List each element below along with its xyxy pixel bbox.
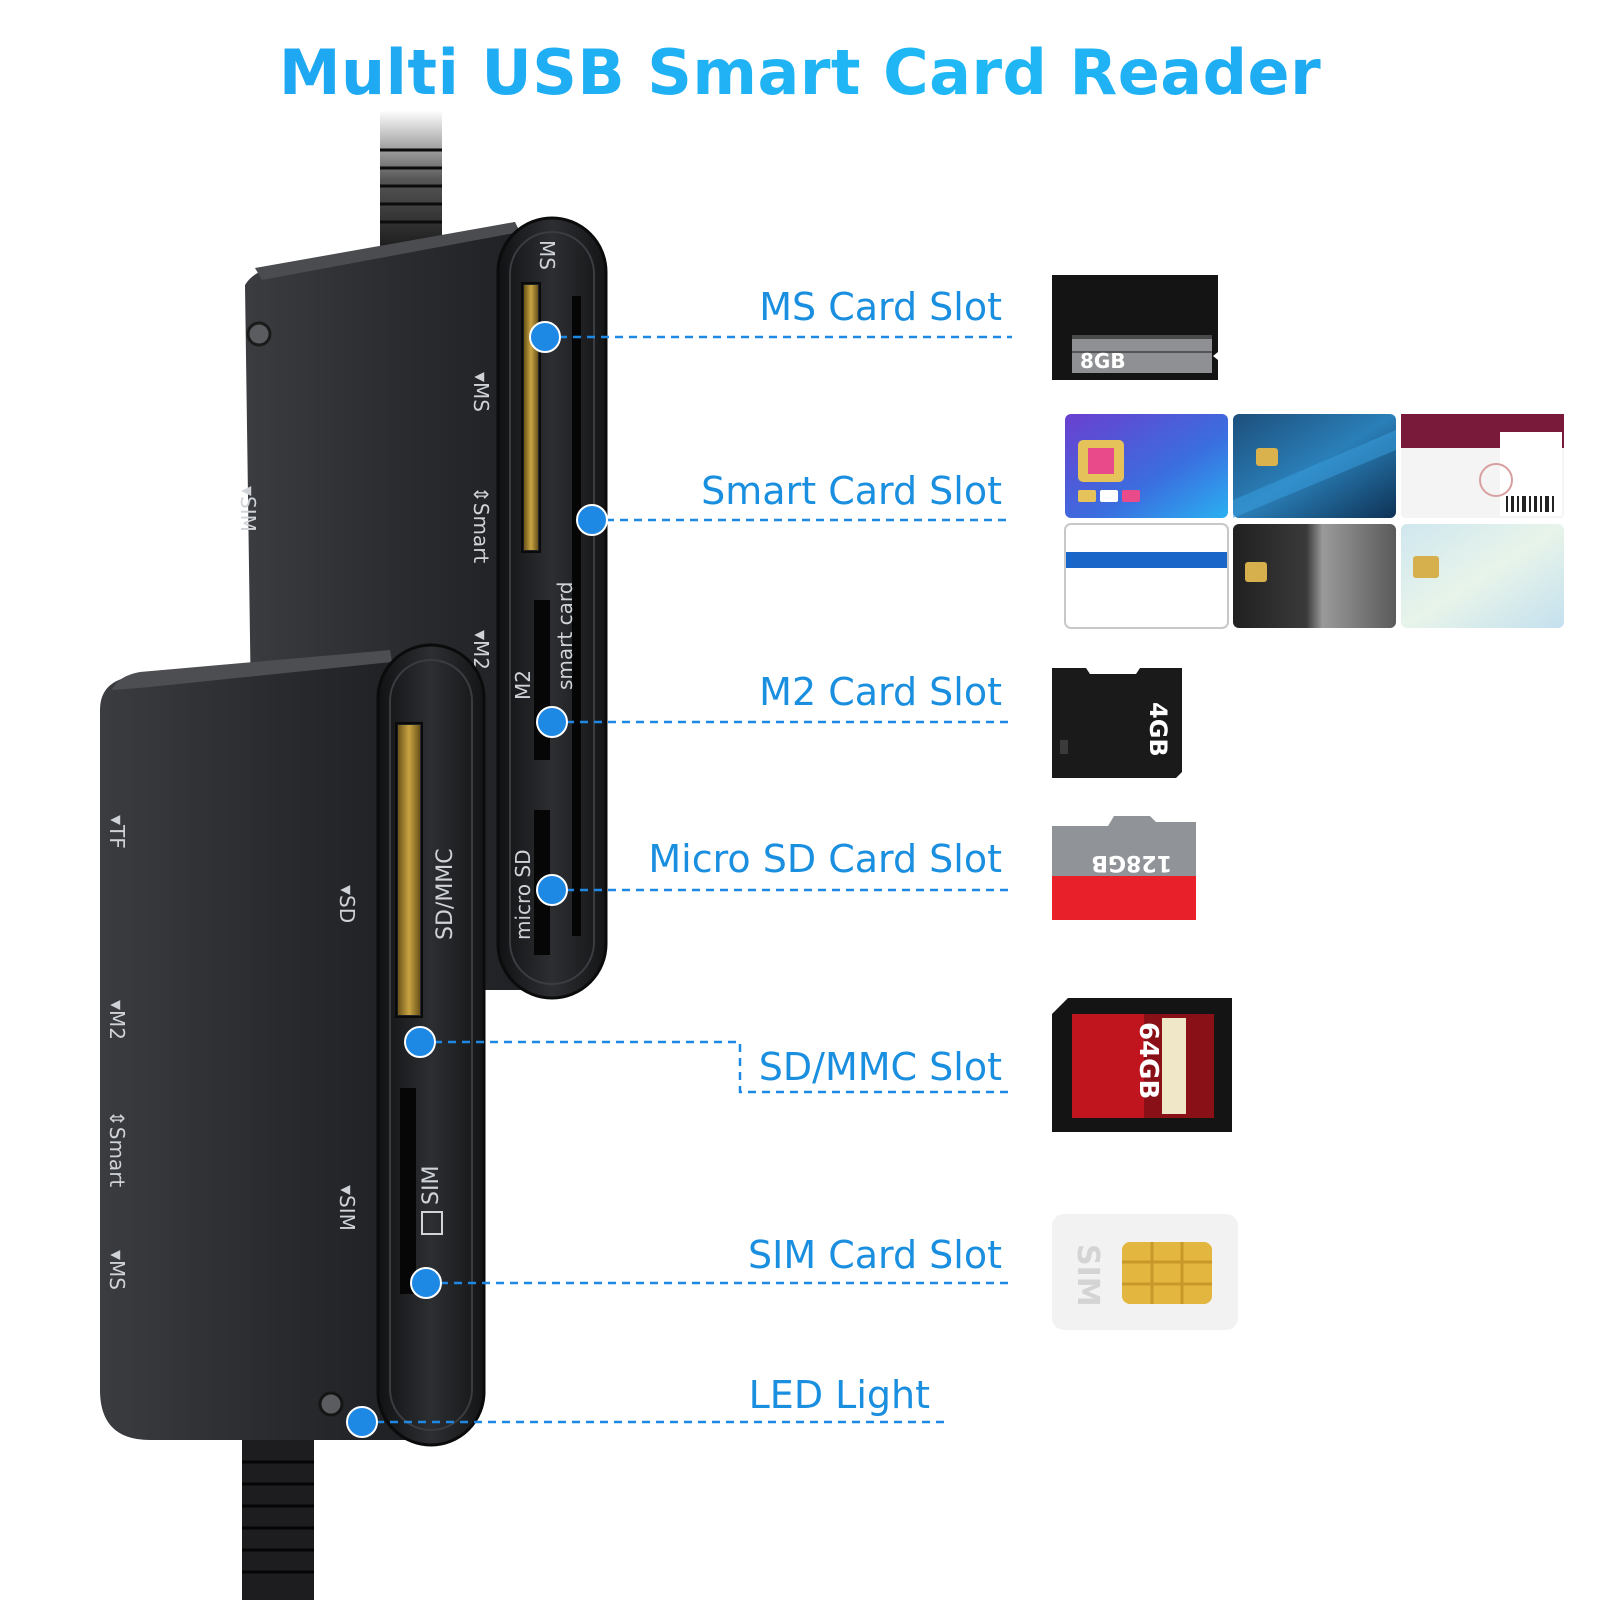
back-label-smart: ⇕Smart xyxy=(469,486,493,563)
edge-label-sd-mmc: SD/MMC xyxy=(433,848,458,940)
front-label-sd: ▾SD xyxy=(335,885,359,923)
sim-card-text: SIM xyxy=(1070,1244,1105,1307)
led-light-label: LED Light xyxy=(748,1373,930,1417)
front-label-smart: ⇕Smart xyxy=(105,1110,129,1187)
back-label-sim: ▾SIM xyxy=(236,486,260,532)
usb-cable-top xyxy=(380,110,442,250)
m2-card-slot-label: M2 Card Slot xyxy=(759,670,1002,714)
edge-label-micro-sd: micro SD xyxy=(511,849,535,940)
usb-cable-bottom xyxy=(242,1440,314,1600)
front-label-tf: ▾TF xyxy=(105,815,129,849)
front-label-sim: ▾SIM xyxy=(335,1185,359,1231)
edge-label-sim: SIM xyxy=(419,1166,444,1205)
edge-label-smart-card: smart card xyxy=(553,582,577,690)
m2-card-capacity: 4GB xyxy=(1144,702,1172,757)
m2-card-image: 4GB xyxy=(1052,668,1182,778)
back-label-ms: ▾MS xyxy=(469,372,493,412)
ms-card-capacity: 8GB xyxy=(1080,349,1126,373)
sd-card-capacity: 64GB xyxy=(1133,1022,1163,1099)
sd-card-image: 64GB xyxy=(1052,998,1232,1132)
sd-mmc-slot-label: SD/MMC Slot xyxy=(758,1045,1002,1089)
page-title: Multi USB Smart Card Reader xyxy=(0,36,1600,109)
ms-card-image: 8GB xyxy=(1052,275,1218,380)
ms-card-slot-label: MS Card Slot xyxy=(759,285,1002,329)
smart-card-4 xyxy=(1064,523,1229,629)
smart-card-slot-label: Smart Card Slot xyxy=(701,469,1002,513)
micro-sd-card-slot-label: Micro SD Card Slot xyxy=(648,837,1002,881)
callout-dots xyxy=(346,321,608,1438)
edge-label-ms: MS xyxy=(535,240,559,270)
smart-card-grid xyxy=(1064,414,1564,629)
smart-card-2 xyxy=(1233,414,1396,518)
front-label-ms: ▾MS xyxy=(105,1250,129,1290)
microsd-card-image: 128GB xyxy=(1052,816,1196,920)
callout-lines xyxy=(362,335,1012,1424)
front-label-m2: ▾M2 xyxy=(105,1000,129,1040)
edge-label-m2: M2 xyxy=(511,670,535,700)
smart-card-6 xyxy=(1401,524,1564,628)
sim-card-image: SIM xyxy=(1052,1214,1238,1330)
card-reader-front-unit: ▾TF ▾M2 ⇕Smart ▾MS ▾SD ▾SIM SD/MMC SIM xyxy=(100,643,486,1447)
sim-card-slot-label: SIM Card Slot xyxy=(748,1233,1002,1277)
smart-card-1 xyxy=(1065,414,1228,518)
smart-card-5 xyxy=(1233,524,1396,628)
microsd-card-capacity: 128GB xyxy=(1091,850,1172,875)
smart-card-3 xyxy=(1401,414,1564,518)
